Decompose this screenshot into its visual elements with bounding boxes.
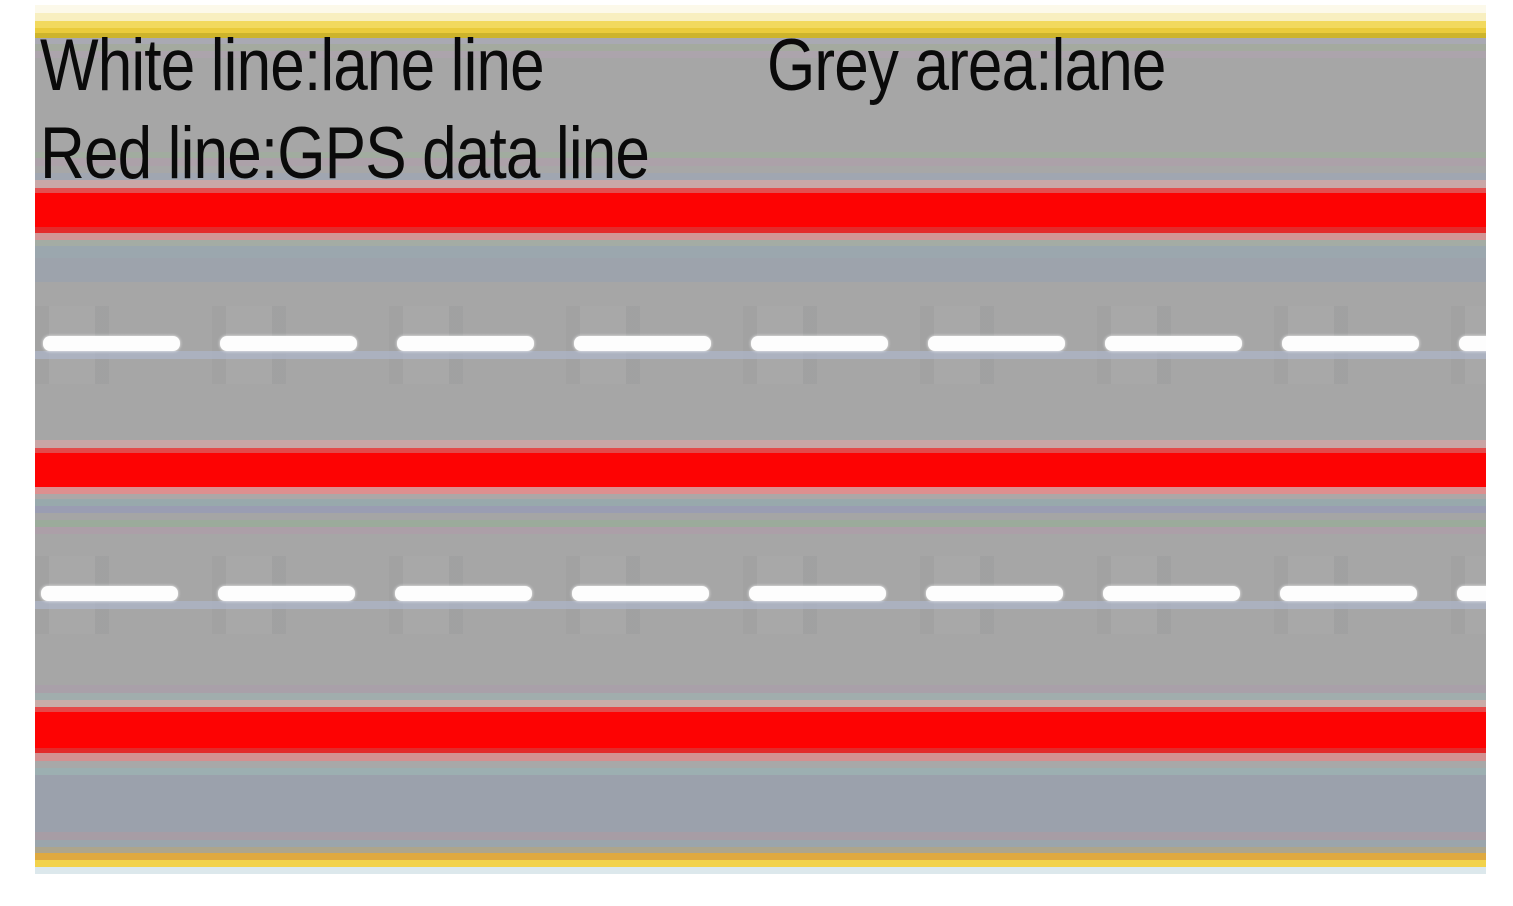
lane-line-dash xyxy=(1459,336,1486,351)
gps-data-line xyxy=(35,712,1486,748)
road-edge-line xyxy=(35,21,1486,28)
road-stripe xyxy=(35,768,1486,775)
lane-line-dash xyxy=(41,586,178,601)
road-stripe xyxy=(35,847,1486,853)
road-stripe xyxy=(35,5,1486,13)
lane-line-dash xyxy=(43,336,180,351)
road-stripe xyxy=(35,748,1486,753)
road-stripe xyxy=(35,520,1486,527)
road-stripe xyxy=(35,166,1486,173)
road-stripe xyxy=(35,180,1486,188)
lane-line-dash xyxy=(1280,586,1417,601)
road-stripe xyxy=(35,448,1486,453)
road-stripe xyxy=(35,240,1486,246)
road-stripe xyxy=(35,51,1486,58)
road-stripe xyxy=(35,840,1486,847)
gps-data-line xyxy=(35,453,1486,487)
lane-line-shadow xyxy=(35,351,1486,359)
road-stripe xyxy=(35,258,1486,282)
road-stripe xyxy=(35,282,1486,440)
lane-line xyxy=(35,586,1486,609)
road-stripe xyxy=(35,867,1486,874)
road-edge-line xyxy=(35,853,1486,860)
road-stripe xyxy=(35,152,1486,158)
road-stripe xyxy=(35,233,1486,240)
road-stripe xyxy=(35,534,1486,685)
road-stripe xyxy=(35,158,1486,166)
gps-data-line xyxy=(35,193,1486,227)
lane-line-dash xyxy=(1457,586,1486,601)
lane-line-dash xyxy=(751,336,888,351)
road-stripe xyxy=(35,227,1486,233)
road-stripe xyxy=(35,832,1486,840)
road-stripe xyxy=(35,487,1486,494)
road-stripe xyxy=(35,28,1486,33)
legend-grey-area-label: Grey area:lane xyxy=(767,25,1166,106)
road-stripe xyxy=(35,753,1486,761)
road-stripe xyxy=(35,173,1486,180)
road-edge-line xyxy=(35,33,1486,38)
lane-line-dash xyxy=(395,586,532,601)
road-stripe xyxy=(35,775,1486,832)
road-stripe xyxy=(35,506,1486,513)
lane-line-dash xyxy=(218,586,355,601)
road-stripe xyxy=(35,246,1486,258)
lane-line-dash xyxy=(926,586,1063,601)
road-stripe xyxy=(35,38,1486,44)
road-stripe xyxy=(35,44,1486,51)
lane-line-dash xyxy=(397,336,534,351)
legend-red-line-label: Red line:GPS data line xyxy=(40,113,650,194)
road-stripe xyxy=(35,707,1486,712)
road-stripe xyxy=(35,513,1486,520)
lane-line xyxy=(35,336,1486,359)
lane-line-shadow xyxy=(35,601,1486,609)
road-stripe xyxy=(35,685,1486,693)
lane-line-dash xyxy=(749,586,886,601)
lane-line-dash xyxy=(572,586,709,601)
road-stripe xyxy=(35,440,1486,448)
road-diagram xyxy=(35,5,1486,874)
road-stripe xyxy=(35,13,1486,21)
lane-line-dash xyxy=(220,336,357,351)
road-stripe xyxy=(35,494,1486,499)
road-stripe xyxy=(35,700,1486,707)
lane-line-dash xyxy=(1282,336,1419,351)
lane-line-dash xyxy=(1103,586,1240,601)
road-stripe xyxy=(35,188,1486,193)
road-stripe xyxy=(35,499,1486,506)
road-stripe xyxy=(35,527,1486,534)
lane-line-dash xyxy=(1105,336,1242,351)
road-stripe xyxy=(35,58,1486,152)
lane-line-dash xyxy=(574,336,711,351)
lane-line-dash xyxy=(928,336,1065,351)
legend-white-line-label: White line:lane line xyxy=(40,25,545,106)
road-stripe xyxy=(35,761,1486,768)
road-stripe xyxy=(35,693,1486,700)
road-edge-line xyxy=(35,860,1486,867)
